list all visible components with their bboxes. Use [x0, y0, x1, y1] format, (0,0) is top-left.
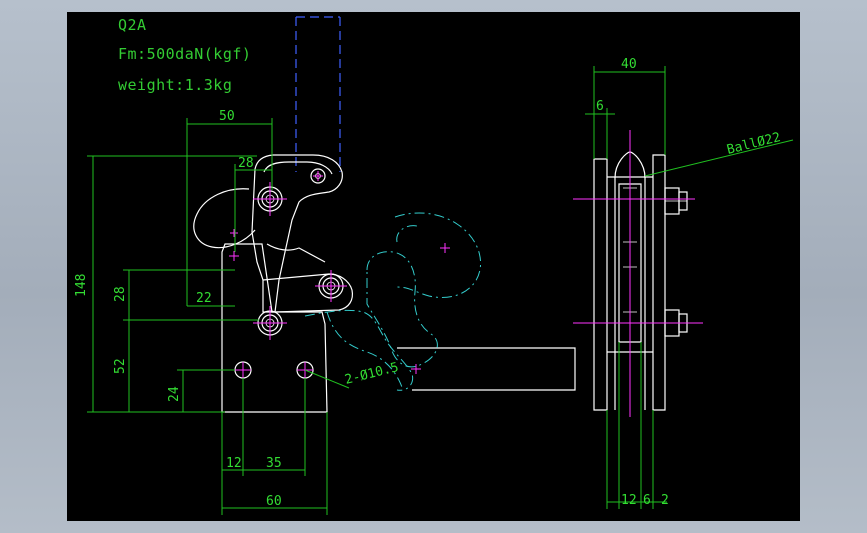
handle-bar — [397, 347, 576, 391]
centerlines-front — [229, 171, 450, 378]
dimension-labels: 50 28 148 28 22 52 24 12 35 60 2-Ø10.5 4… — [74, 57, 782, 509]
dim-12-side: 12 — [621, 493, 637, 508]
dim-52: 52 — [113, 358, 128, 374]
dim-50: 50 — [219, 109, 235, 124]
model-label: Q2A — [118, 16, 147, 34]
link-neck — [266, 243, 326, 263]
clamp-drawing: 50 28 148 28 22 52 24 12 35 60 2-Ø10.5 4… — [74, 16, 794, 515]
dim-6-side: 6 — [643, 493, 651, 508]
handle-hidden-outline — [295, 16, 341, 172]
dim-12: 12 — [226, 456, 242, 471]
dim-22: 22 — [196, 291, 212, 306]
bolt-upper — [664, 187, 688, 215]
dim-24: 24 — [167, 386, 182, 402]
dimension-lines-front — [87, 118, 350, 515]
front-view — [87, 16, 576, 515]
side-plate-left — [593, 158, 608, 411]
force-label: Fm:500daN(kgf) — [118, 45, 252, 63]
handle-pin — [310, 168, 326, 184]
clamp-arm-inner — [263, 161, 333, 175]
dim-60: 60 — [266, 494, 282, 509]
arm-left-lobe — [193, 188, 256, 249]
dim-28-top: 28 — [238, 156, 254, 171]
side-plate-right — [652, 154, 666, 411]
dimension-lines-side — [585, 66, 794, 509]
dim-148: 148 — [74, 274, 89, 297]
dim-40: 40 — [621, 57, 637, 72]
linkage — [262, 273, 354, 313]
dim-6: 6 — [596, 99, 604, 114]
cad-viewport[interactable]: 50 28 148 28 22 52 24 12 35 60 2-Ø10.5 4… — [67, 12, 800, 521]
side-view — [573, 66, 794, 509]
dim-ball: BallØ22 — [725, 130, 782, 158]
clamp-arm — [251, 154, 343, 313]
dim-28-left: 28 — [113, 286, 128, 302]
phantom-positions — [304, 212, 482, 391]
dim-holes: 2-Ø10.5 — [343, 360, 400, 388]
centerlines-side — [573, 130, 703, 417]
base-plate — [221, 243, 328, 413]
weight-label: weight:1.3kg — [118, 76, 233, 94]
dim-35: 35 — [266, 456, 282, 471]
dim-2: 2 — [661, 493, 669, 508]
